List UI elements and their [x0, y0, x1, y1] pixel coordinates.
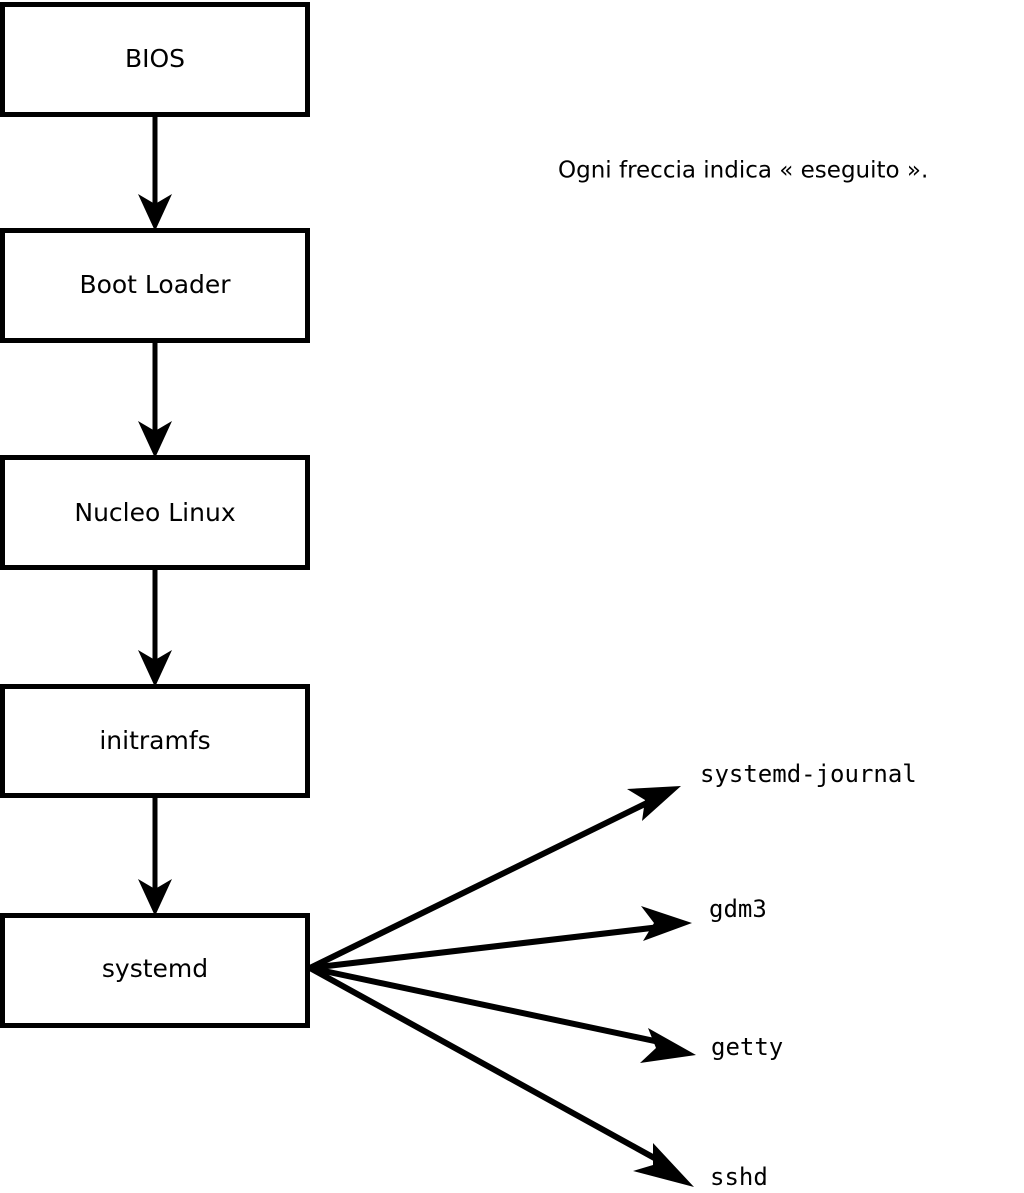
arrow-head-icon: [138, 650, 172, 687]
stage-box-nucleo-linux-rect: [0, 455, 310, 570]
stage-box-initramfs-rect: [0, 684, 310, 798]
service-label-sshd: sshd: [710, 1163, 768, 1191]
fanout-arrow-line: [308, 798, 653, 971]
sequence-arrow-group: [138, 117, 172, 916]
service-label-getty: getty: [711, 1033, 783, 1061]
sequence-arrow-initramfs-to-systemd: [138, 798, 172, 916]
stage-box-systemd-label: systemd: [102, 954, 208, 983]
arrow-head-icon: [633, 1143, 694, 1187]
sequence-arrow-bios-to-boot-loader: [138, 117, 172, 231]
diagram-caption: Ogni freccia indica « eseguito ».: [558, 158, 928, 184]
arrow-head-icon: [138, 421, 172, 458]
fanout-arrow-line: [309, 924, 661, 971]
stage-box-boot-loader-label: Boot Loader: [79, 270, 231, 299]
service-label-systemd-journal: systemd-journal: [700, 760, 917, 788]
stage-box-bios[interactable]: BIOS: [0, 2, 310, 117]
stage-box-bios-rect: [0, 2, 310, 117]
stage-box-systemd[interactable]: systemd: [0, 913, 310, 1028]
stage-box-systemd-rect: [0, 913, 310, 1028]
stage-box-boot-loader[interactable]: Boot Loader: [0, 228, 310, 343]
arrow-head-icon: [640, 1028, 696, 1063]
arrow-head-icon: [138, 879, 172, 916]
stage-box-initramfs-label: initramfs: [99, 726, 210, 755]
fanout-arrow-line: [308, 965, 660, 1163]
service-fanout-group: [308, 786, 696, 1187]
fanout-arrow-line: [309, 965, 665, 1046]
service-label-gdm3: gdm3: [709, 895, 767, 923]
stage-box-bios-label: BIOS: [125, 44, 185, 73]
fanout-arrow-gdm3: [309, 906, 692, 971]
fanout-arrow-systemd-journal: [308, 786, 681, 971]
stage-box-nucleo-linux-label: Nucleo Linux: [74, 498, 235, 527]
stage-box-initramfs[interactable]: initramfs: [0, 684, 310, 798]
arrow-head-icon: [138, 194, 172, 231]
stage-box-nucleo-linux[interactable]: Nucleo Linux: [0, 455, 310, 570]
fanout-arrow-sshd: [308, 965, 694, 1187]
sequence-arrow-nucleo-linux-to-initramfs: [138, 570, 172, 687]
arrow-head-icon: [641, 906, 692, 941]
service-label-group: systemd-journal gdm3 getty sshd: [700, 760, 917, 1191]
arrow-head-icon: [627, 786, 681, 821]
fanout-arrow-getty: [309, 965, 696, 1063]
sequence-arrow-boot-loader-to-nucleo-linux: [138, 343, 172, 458]
